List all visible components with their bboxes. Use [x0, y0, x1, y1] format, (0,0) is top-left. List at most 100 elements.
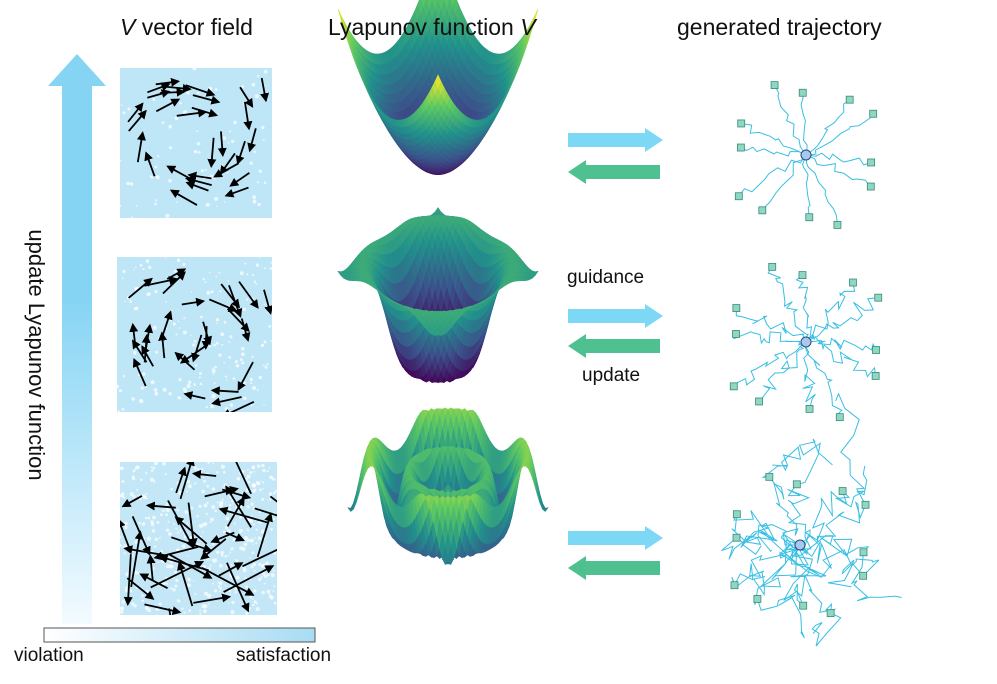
speckle-dot	[145, 471, 148, 475]
field-arrow	[192, 94, 221, 105]
speckle-dot	[272, 569, 275, 572]
speckle-dot	[196, 91, 200, 95]
speckle-dot	[175, 201, 178, 204]
speckle-dot	[219, 290, 222, 293]
speckle-dot	[223, 201, 226, 203]
speckle-dot	[182, 532, 185, 534]
speckle-dot	[239, 358, 243, 362]
speckle-dot	[268, 492, 273, 496]
field-arrow	[175, 466, 187, 494]
speckle-dot	[262, 487, 264, 490]
speckle-dot	[228, 355, 231, 359]
speckle-dot	[199, 609, 201, 612]
speckle-dot	[183, 535, 187, 538]
speckle-dot	[268, 324, 272, 328]
field-arrow	[183, 391, 206, 400]
speckle-dot	[274, 489, 277, 493]
speckle-dot	[150, 522, 155, 527]
trajectory-path	[805, 336, 877, 351]
speckle-dot	[121, 408, 125, 411]
speckle-dot	[182, 387, 187, 392]
speckle-dot	[224, 525, 229, 530]
field-arrow	[128, 109, 147, 132]
update-arrow	[568, 334, 660, 358]
speckle-dot	[120, 536, 122, 539]
speckle-dot	[228, 504, 232, 507]
speckle-dot	[153, 480, 156, 483]
speckle-dot	[265, 561, 269, 566]
speckle-dot	[262, 481, 265, 484]
speckle-dot	[224, 407, 229, 411]
speckle-dot	[242, 568, 247, 573]
speckle-dot	[221, 486, 224, 490]
speckle-dot	[253, 150, 257, 154]
speckle-dot	[209, 564, 212, 567]
field-arrow	[211, 396, 242, 407]
field-arrow	[187, 171, 212, 181]
speckle-dot	[211, 394, 216, 399]
field-arrow	[242, 544, 277, 568]
speckle-dot	[214, 589, 218, 593]
speckle-dot	[269, 475, 274, 480]
speckle-dot	[220, 551, 224, 555]
speckle-dot	[213, 558, 218, 563]
trajectory-path	[761, 446, 802, 479]
goal-marker	[869, 109, 878, 118]
speckle-dot	[181, 544, 186, 549]
speckle-dot	[200, 169, 205, 173]
field-arrow	[226, 496, 245, 527]
speckle-dot	[167, 532, 172, 536]
speckle-dot	[120, 104, 123, 107]
field-arrow	[193, 593, 232, 604]
speckle-dot	[178, 378, 182, 382]
speckle-dot	[142, 372, 146, 376]
speckle-dot	[198, 376, 201, 379]
speckle-dot	[258, 562, 262, 567]
speckle-dot	[203, 479, 207, 483]
speckle-dot	[220, 554, 224, 557]
speckle-dot	[256, 181, 260, 184]
goal-marker	[838, 487, 847, 495]
speckle-dot	[232, 538, 236, 542]
speckle-dot	[176, 258, 181, 263]
speckle-dot	[223, 320, 227, 324]
trajectory-panel-smooth	[734, 81, 878, 229]
speckle-dot	[200, 468, 204, 471]
speckle-dot	[245, 611, 249, 615]
speckle-dot	[186, 480, 191, 484]
speckle-dot	[211, 369, 216, 374]
update-arrow	[568, 160, 660, 184]
field-arrow	[158, 331, 168, 359]
speckle-dot	[190, 335, 192, 337]
speckle-dot	[263, 70, 268, 74]
field-arrow	[221, 401, 255, 412]
speckle-dot	[253, 600, 257, 604]
field-arrow	[237, 361, 254, 392]
speckle-dot	[223, 483, 227, 488]
speckle-dot	[187, 380, 192, 384]
speckle-dot	[129, 492, 134, 497]
field-arrow	[161, 310, 173, 336]
speckle-dot	[230, 609, 235, 615]
update-label: update	[582, 365, 641, 386]
speckle-dot	[214, 196, 219, 201]
speckle-dot	[246, 528, 248, 530]
speckle-dot	[201, 489, 205, 494]
speckle-dot	[165, 213, 170, 218]
field-arrow	[127, 102, 144, 123]
goal-marker	[730, 581, 739, 590]
goal-marker	[755, 397, 763, 406]
speckle-dot	[249, 556, 251, 559]
speckle-dot	[193, 339, 197, 343]
colorbar-low-label: violation	[14, 645, 84, 666]
field-arrow	[239, 86, 254, 108]
field-arrow	[217, 131, 227, 158]
speckle-dot	[183, 110, 188, 115]
speckle-dot	[205, 202, 210, 207]
field-arrow	[169, 189, 198, 206]
goal-marker	[871, 372, 880, 380]
speckle-dot	[193, 383, 196, 386]
speckle-dot	[139, 478, 143, 482]
speckle-dot	[151, 529, 156, 533]
speckle-dot	[183, 473, 186, 476]
